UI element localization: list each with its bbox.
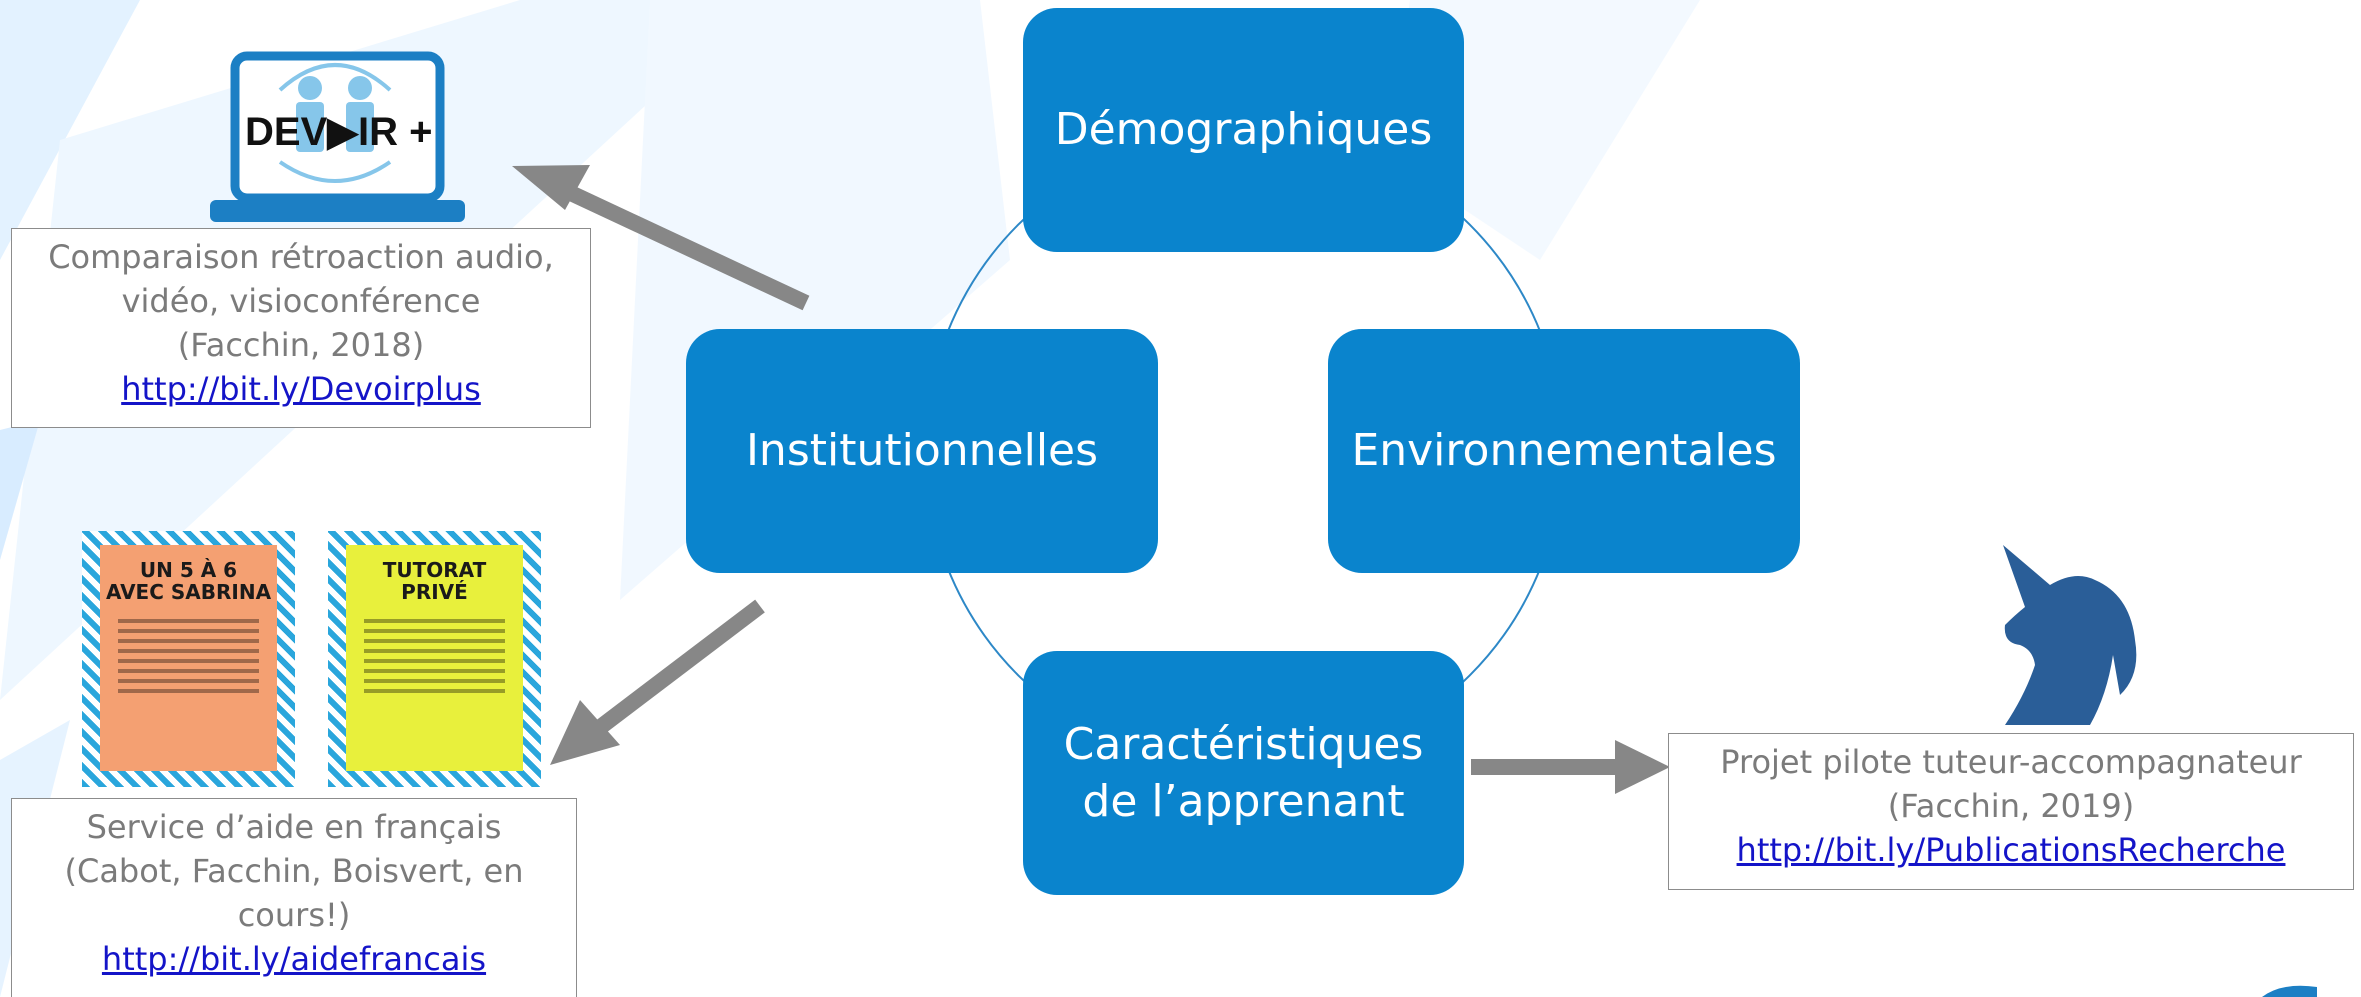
ref-box-devoir: Comparaison rétroaction audio, vidéo, vi… xyxy=(11,228,591,428)
node-caracteristiques: Caractéristiques de l’apprenant xyxy=(1023,651,1464,895)
node-institutionnelles: Institutionnelles xyxy=(686,329,1158,573)
poster-tutorat-title: TUTORAT PRIVÉ xyxy=(382,558,487,604)
node-institutionnelles-label: Institutionnelles xyxy=(745,425,1099,477)
ref-pilote-line2: (Facchin, 2019) xyxy=(1887,787,2135,825)
ref-aide-line2: (Cabot, Facchin, Boisvert, en xyxy=(64,852,524,890)
node-demographiques: Démographiques xyxy=(1023,8,1464,252)
ref-devoir-line3: (Facchin, 2018) xyxy=(177,326,425,364)
ref-box-pilote: Projet pilote tuteur-accompagnateur (Fac… xyxy=(1668,733,2354,890)
link-publications[interactable]: http://bit.ly/PublicationsRecherche xyxy=(1736,831,2286,869)
node-caracteristiques-line2: de l’apprenant xyxy=(1082,776,1405,827)
unicorn-head-icon xyxy=(2003,545,2137,725)
devoir-plus-logo: DEV▶IR + xyxy=(210,51,465,222)
link-devoirplus[interactable]: http://bit.ly/Devoirplus xyxy=(121,370,481,408)
poster-tutorat: TUTORAT PRIVÉ xyxy=(328,531,541,787)
ref-pilote-line1: Projet pilote tuteur-accompagnateur xyxy=(1720,743,2302,781)
poster-sabrina-title: UN 5 À 6 AVEC SABRINA xyxy=(105,558,272,604)
poster-sabrina: UN 5 À 6 AVEC SABRINA xyxy=(82,531,295,787)
ref-aide-line1: Service d’aide en français xyxy=(86,808,502,846)
node-environnementales: Environnementales xyxy=(1328,329,1800,573)
ref-aide-line3: cours!) xyxy=(237,896,351,934)
ref-devoir-line2: vidéo, visioconférence xyxy=(121,282,481,320)
devoir-logo-text: DEV▶IR + xyxy=(245,110,432,154)
link-aidefrancais[interactable]: http://bit.ly/aidefrancais xyxy=(101,940,487,978)
ref-box-aide: Service d’aide en français (Cabot, Facch… xyxy=(11,798,577,997)
node-demographiques-label: Démographiques xyxy=(1054,104,1433,156)
node-environnementales-label: Environnementales xyxy=(1351,425,1777,477)
ref-devoir-line1: Comparaison rétroaction audio, xyxy=(48,238,554,276)
node-caracteristiques-line1: Caractéristiques xyxy=(1063,719,1424,770)
corner-logo-icon xyxy=(2262,985,2317,997)
